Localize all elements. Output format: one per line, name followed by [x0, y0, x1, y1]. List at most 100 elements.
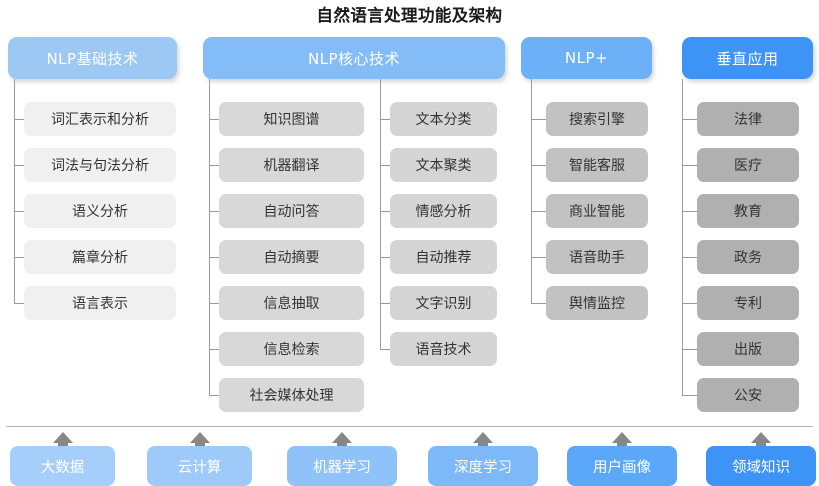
item-box[interactable]: 医疗	[697, 148, 799, 182]
branch-line	[531, 257, 546, 258]
item-box[interactable]: 篇章分析	[24, 240, 176, 274]
item-box[interactable]: 信息检索	[219, 332, 364, 366]
trunk-line-nlp-basic	[14, 79, 15, 303]
foundation-box-3[interactable]: 深度学习	[428, 446, 538, 486]
item-box[interactable]: 舆情监控	[546, 286, 648, 320]
item-label: 公安	[734, 388, 762, 404]
branch-line	[531, 211, 546, 212]
branch-line	[682, 257, 697, 258]
branch-line	[14, 303, 24, 304]
branch-line	[209, 119, 219, 120]
item-label: 信息抽取	[263, 296, 320, 312]
item-label: 社会媒体处理	[249, 388, 334, 404]
item-label: 语音助手	[569, 250, 625, 266]
item-box[interactable]: 词汇表示和分析	[24, 102, 176, 136]
header-box-1[interactable]: NLP核心技术	[203, 37, 505, 79]
branch-line	[380, 165, 390, 166]
item-box[interactable]: 文字识别	[390, 286, 497, 320]
item-box[interactable]: 自动问答	[219, 194, 364, 228]
foundation-label: 机器学习	[313, 459, 371, 476]
item-label: 情感分析	[415, 204, 472, 220]
branch-line	[209, 257, 219, 258]
item-box[interactable]: 公安	[697, 378, 799, 412]
item-box[interactable]: 词法与句法分析	[24, 148, 176, 182]
item-box[interactable]: 法律	[697, 102, 799, 136]
item-label: 智能客服	[569, 158, 625, 174]
item-box[interactable]: 出版	[697, 332, 799, 366]
foundation-label: 深度学习	[454, 459, 512, 476]
item-label: 信息检索	[263, 342, 320, 358]
item-box[interactable]: 知识图谱	[219, 102, 364, 136]
page-title: 自然语言处理功能及架构	[316, 6, 503, 25]
branch-line	[380, 349, 390, 350]
trunk-line-vertical-apps	[682, 79, 683, 395]
header-label: NLP核心技术	[307, 49, 401, 68]
item-box[interactable]: 专利	[697, 286, 799, 320]
branch-line	[531, 303, 546, 304]
item-label: 词法与句法分析	[51, 158, 149, 174]
foundation-box-2[interactable]: 机器学习	[287, 446, 397, 486]
foundation-box-1[interactable]: 云计算	[147, 446, 252, 486]
item-label: 语言表示	[72, 296, 128, 312]
branch-line	[209, 303, 219, 304]
item-box[interactable]: 语义分析	[24, 194, 176, 228]
item-box[interactable]: 自动摘要	[219, 240, 364, 274]
trunk-line-nlp-plus	[531, 79, 532, 303]
header-label: 垂直应用	[716, 49, 779, 68]
item-label: 政务	[734, 250, 762, 266]
branch-line	[14, 165, 24, 166]
item-box[interactable]: 教育	[697, 194, 799, 228]
item-label: 教育	[734, 204, 762, 220]
item-label: 自动摘要	[263, 250, 320, 266]
item-box[interactable]: 社会媒体处理	[219, 378, 364, 412]
branch-line	[14, 211, 24, 212]
item-box[interactable]: 政务	[697, 240, 799, 274]
foundation-divider	[6, 426, 813, 427]
foundation-box-0[interactable]: 大数据	[10, 446, 115, 486]
item-box[interactable]: 智能客服	[546, 148, 648, 182]
foundation-label: 大数据	[40, 459, 85, 476]
branch-line	[209, 211, 219, 212]
item-label: 文本聚类	[415, 158, 472, 174]
header-box-3[interactable]: 垂直应用	[682, 37, 813, 79]
item-label: 语义分析	[72, 204, 128, 220]
item-label: 搜索引擎	[569, 112, 625, 128]
foundation-label: 用户画像	[593, 459, 651, 476]
item-box[interactable]: 文本聚类	[390, 148, 497, 182]
item-label: 医疗	[734, 158, 762, 174]
branch-line	[682, 165, 697, 166]
item-label: 商业智能	[569, 204, 625, 220]
foundation-label: 领域知识	[732, 459, 790, 476]
branch-line	[380, 303, 390, 304]
item-box[interactable]: 语音助手	[546, 240, 648, 274]
foundation-box-4[interactable]: 用户画像	[567, 446, 677, 486]
item-label: 语音技术	[415, 342, 472, 358]
item-label: 知识图谱	[263, 112, 320, 128]
item-box[interactable]: 文本分类	[390, 102, 497, 136]
item-box[interactable]: 信息抽取	[219, 286, 364, 320]
item-box[interactable]: 自动推荐	[390, 240, 497, 274]
branch-line	[531, 165, 546, 166]
item-label: 文字识别	[415, 296, 472, 312]
item-box[interactable]: 商业智能	[546, 194, 648, 228]
branch-line	[14, 119, 24, 120]
item-box[interactable]: 语音技术	[390, 332, 497, 366]
item-label: 篇章分析	[72, 250, 128, 266]
item-label: 专利	[734, 296, 762, 312]
item-box[interactable]: 语言表示	[24, 286, 176, 320]
header-box-0[interactable]: NLP基础技术	[8, 37, 177, 79]
item-label: 自动问答	[263, 204, 320, 220]
item-box[interactable]: 搜索引擎	[546, 102, 648, 136]
branch-line	[682, 303, 697, 304]
item-label: 出版	[734, 342, 762, 358]
item-label: 词汇表示和分析	[51, 112, 149, 128]
item-box[interactable]: 情感分析	[390, 194, 497, 228]
header-box-2[interactable]: NLP+	[521, 37, 652, 79]
branch-line	[682, 395, 697, 396]
branch-line	[209, 395, 219, 396]
foundation-box-5[interactable]: 领域知识	[706, 446, 816, 486]
header-label: NLP基础技术	[46, 49, 139, 68]
branch-line	[380, 257, 390, 258]
item-box[interactable]: 机器翻译	[219, 148, 364, 182]
